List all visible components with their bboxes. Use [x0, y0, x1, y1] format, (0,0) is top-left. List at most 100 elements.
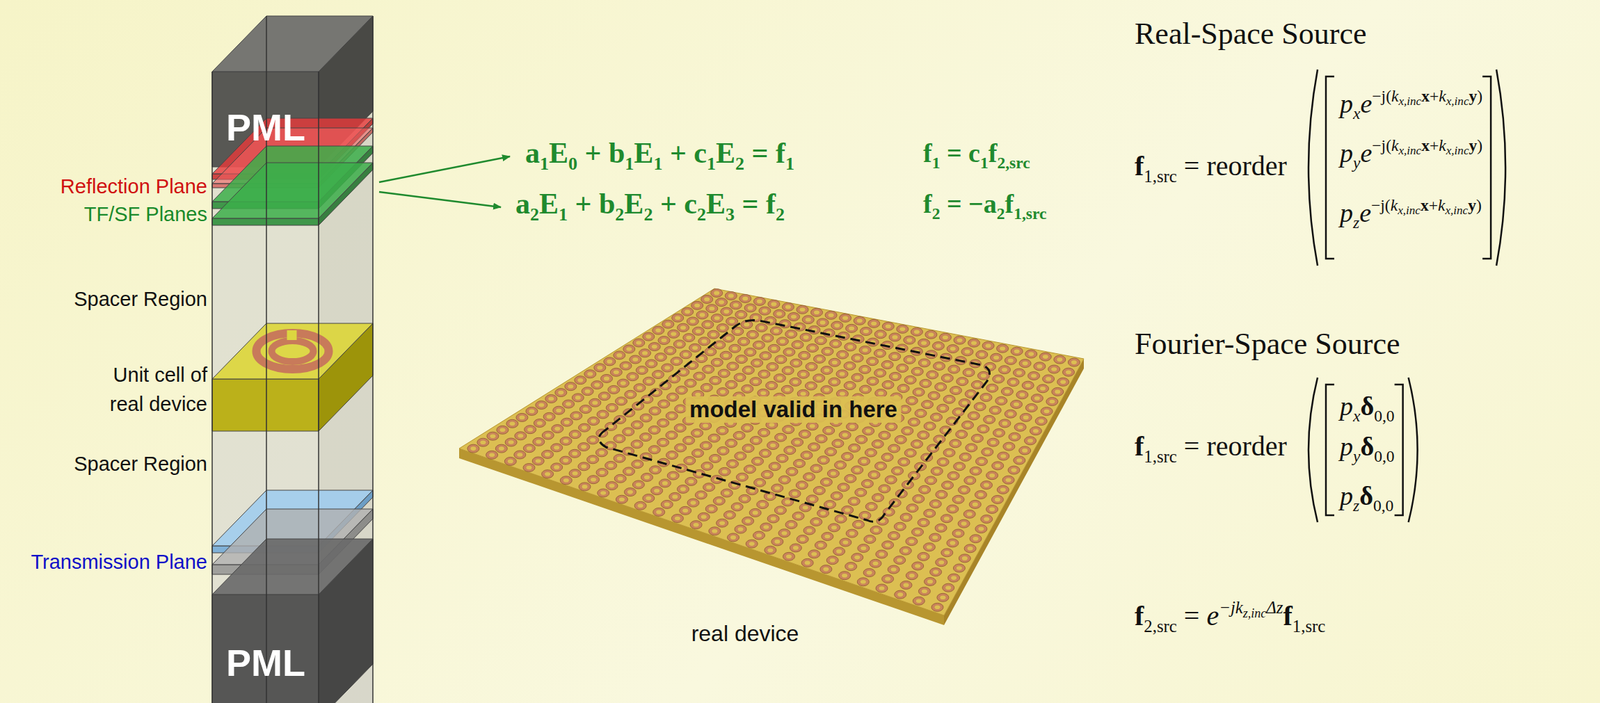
ring-cell [596, 410, 609, 419]
ring-hole [849, 425, 855, 430]
ring-cell [595, 448, 608, 458]
ring-cell [700, 383, 713, 392]
ring-cell [911, 440, 924, 449]
ring-cell [679, 506, 692, 515]
ring-hole [616, 436, 622, 442]
ring-hole [781, 531, 788, 536]
ring-cell [767, 441, 780, 451]
ring-cell [1048, 365, 1061, 374]
ring-cell [798, 429, 811, 439]
ring-cell [969, 500, 981, 509]
ring-hole [839, 391, 846, 396]
ring-hole [470, 446, 476, 451]
ring-hole [944, 516, 950, 522]
ring-cell [752, 340, 765, 350]
ring-hole [914, 329, 920, 334]
formula-part: 1,src [1143, 447, 1178, 467]
ring-hole [572, 471, 579, 476]
ring-cell [613, 351, 626, 360]
ring-hole [862, 348, 869, 353]
ring-hole [644, 397, 650, 402]
ring-cell [1028, 372, 1040, 381]
ring-hole [672, 495, 678, 500]
ring-hole [608, 464, 614, 469]
formula-part: 2,src [1143, 617, 1178, 636]
ring-hole [871, 473, 878, 478]
ring-cell [881, 361, 894, 370]
ring-cell [784, 446, 796, 455]
ring-cell [1010, 400, 1023, 410]
ring-cell [605, 403, 618, 412]
plane-label: Reflection Plane [60, 175, 208, 199]
formula-part: Δz [1266, 598, 1283, 618]
ring-cell [781, 385, 794, 394]
simulation-column [212, 16, 373, 703]
ring-cell [953, 336, 966, 345]
ring-hole [665, 322, 671, 327]
ring-cell [467, 444, 480, 453]
ring-cell [761, 333, 774, 343]
ring-cell [657, 438, 670, 447]
ring-hole [955, 410, 962, 415]
ring-cell [924, 577, 937, 586]
ring-cell [630, 440, 643, 449]
formula-part: y [1353, 153, 1360, 172]
ring-cell [710, 358, 723, 367]
ring-hole [978, 352, 985, 357]
device-edge [459, 448, 944, 626]
ring-hole [804, 561, 811, 566]
ring-hole [902, 407, 908, 412]
ring-cell [912, 528, 924, 537]
ring-hole [914, 442, 920, 447]
ring-hole [974, 383, 981, 388]
ring-cell [617, 379, 629, 388]
ring-cell [894, 590, 907, 599]
ring-cell [817, 456, 830, 465]
ring-cell [761, 470, 773, 480]
ring-cell [524, 425, 537, 435]
ring-cell [1046, 397, 1059, 407]
ring-cell [699, 421, 712, 430]
ring-hole [897, 524, 903, 529]
formula-part: 0 [568, 153, 578, 174]
ring-cell [866, 357, 879, 366]
ring-cell [697, 512, 710, 522]
ring-hole [704, 297, 710, 302]
ring-cell [931, 603, 944, 612]
formula-part: 2 [996, 204, 1006, 223]
ring-hole [728, 294, 734, 299]
ring-hole [1045, 377, 1052, 382]
ring-cell [569, 449, 581, 458]
ring-cell [640, 413, 652, 423]
ring-cell [495, 444, 508, 453]
ring-cell [946, 345, 959, 354]
ring-cell [615, 495, 628, 504]
ring-hole [1033, 429, 1039, 434]
ring-cell [859, 327, 872, 336]
equation: f2 = −a2f1,src [923, 187, 1047, 225]
ring-cell [716, 518, 729, 528]
ring-cell [896, 324, 909, 334]
ring-cell [1002, 475, 1015, 485]
ring-cell [642, 332, 655, 341]
ring-hole [753, 438, 759, 444]
ring-cell [955, 430, 968, 439]
ring-hole [701, 339, 707, 344]
ring-hole [600, 412, 606, 417]
ring-cell [875, 461, 887, 471]
ring-cell [541, 450, 554, 459]
ring-hole [974, 436, 981, 442]
ring-cell [648, 425, 661, 435]
ring-cell [587, 417, 600, 426]
ring-cell [633, 338, 645, 348]
ring-hole [643, 416, 650, 421]
ring-cell [516, 413, 528, 422]
ring-cell [1008, 432, 1021, 442]
formula-part: 1 [932, 153, 941, 172]
ring-cell [726, 459, 739, 469]
ring-hole [825, 428, 832, 433]
formula-part: f [923, 189, 933, 219]
pml-block [212, 594, 319, 703]
ring-cell [514, 432, 527, 441]
ring-hole [907, 358, 913, 363]
